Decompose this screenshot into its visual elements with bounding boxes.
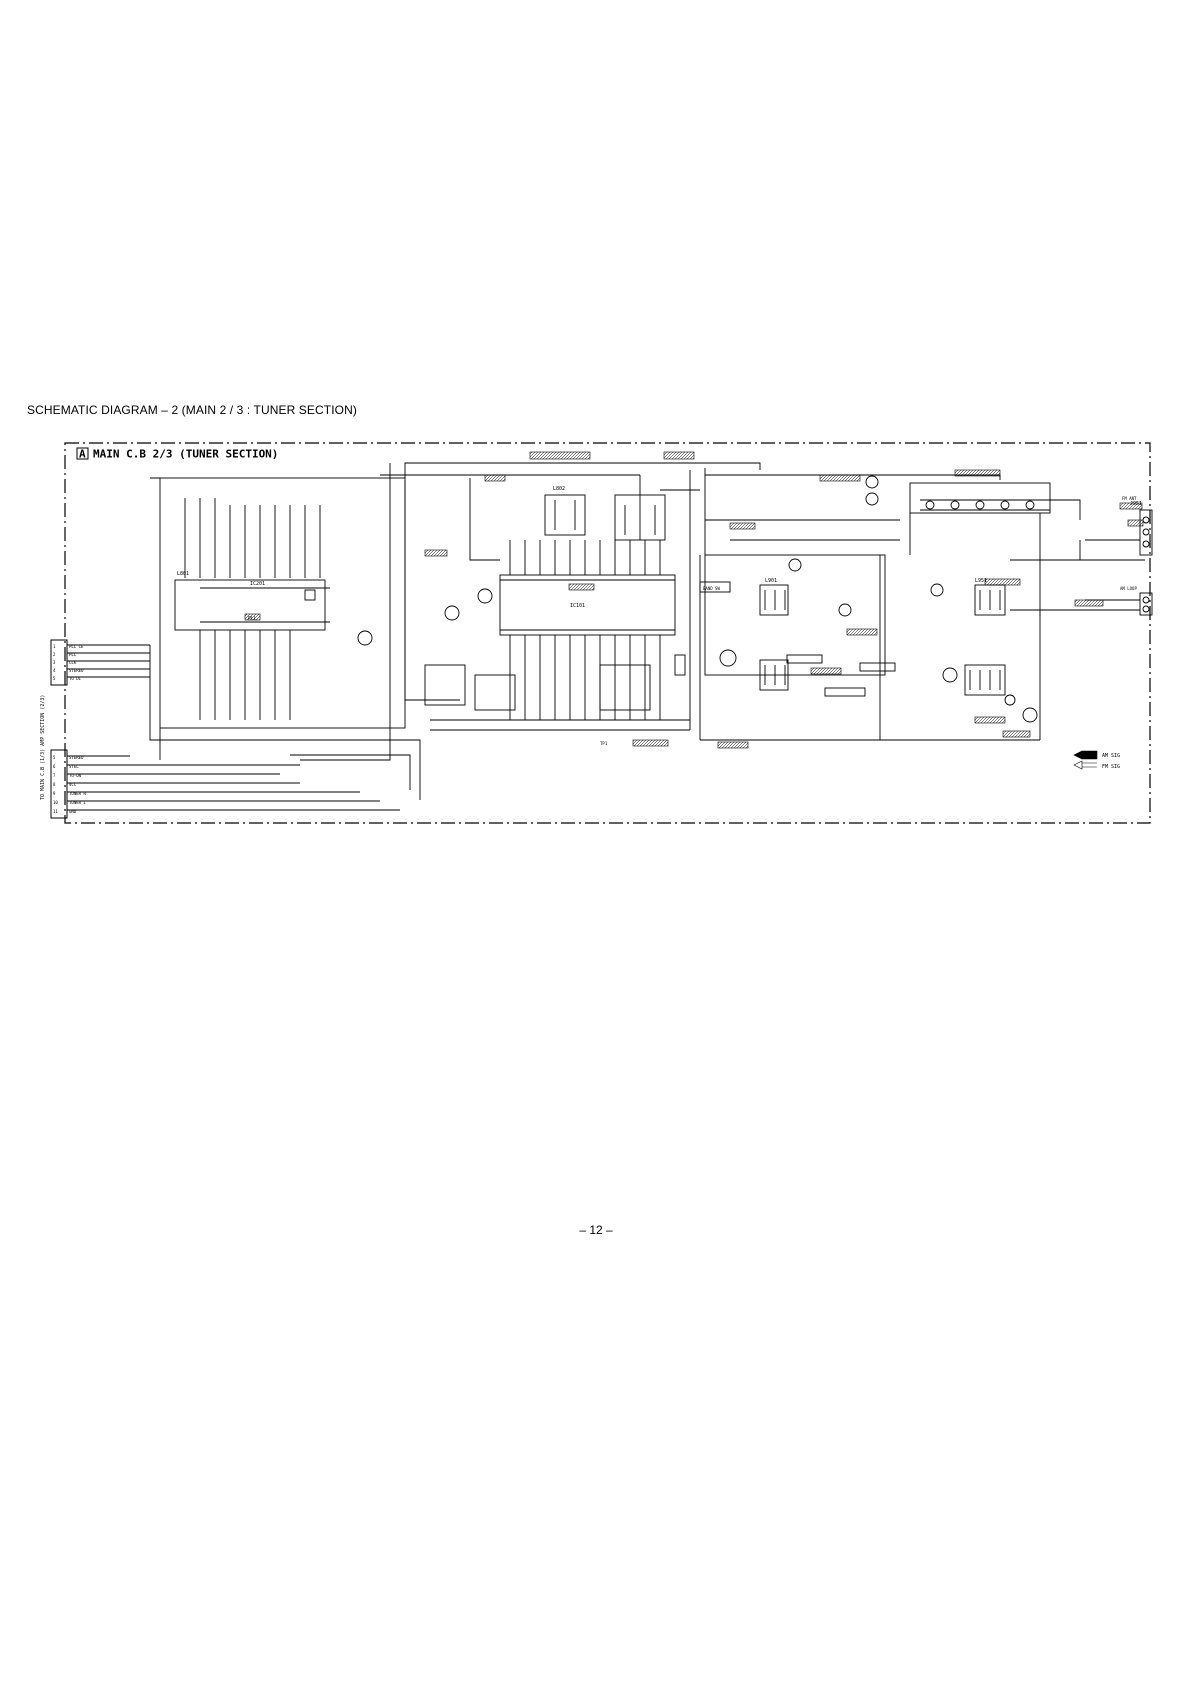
lower-port-label: STEREO xyxy=(69,755,84,760)
side-label: TO MAIN C.B (1/3) AMP SECTION (2/3) xyxy=(40,695,46,800)
lower-port-number: 9 xyxy=(53,791,56,796)
lower-port-number: 8 xyxy=(53,782,56,787)
section-box-letter: A xyxy=(79,448,86,461)
section-title-group: A MAIN C.B 2/3 (TUNER SECTION) xyxy=(76,447,278,461)
block-label-ant: J951 xyxy=(1130,501,1142,507)
lower-port-number: 6 xyxy=(53,764,56,769)
upper-port-number: 4 xyxy=(53,668,56,673)
upper-port-label: TU DI xyxy=(69,676,82,681)
block-label-l901: L901 xyxy=(765,578,777,584)
upper-port-number: 1 xyxy=(53,644,56,649)
upper-port-label: PLL xyxy=(69,652,77,657)
lower-port-number: 11 xyxy=(53,809,58,814)
am-signal-arrow xyxy=(1073,750,1083,760)
block-label-q101: IC101 xyxy=(570,603,585,609)
annotation-am-loop: AM LOOP xyxy=(1120,586,1137,591)
lower-port-label: TU-ON xyxy=(69,773,82,778)
block-label-pll: PLL xyxy=(248,616,257,622)
upper-port-number: 5 xyxy=(53,676,56,681)
page-heading: SCHEMATIC DIAGRAM – 2 (MAIN 2 / 3 : TUNE… xyxy=(27,403,357,417)
upper-connector: 1 PLL CE 2 PLL 3 CLK 4 STEREO 5 TU DI xyxy=(50,639,84,686)
annotation-band-sw: BAND SW xyxy=(703,586,720,591)
section-title: MAIN C.B 2/3 (TUNER SECTION) xyxy=(93,448,278,461)
upper-port-label: PLL CE xyxy=(69,644,84,649)
page-number: – 12 – xyxy=(579,1223,613,1237)
upper-port-label: CLK xyxy=(69,660,77,665)
lower-port-label: STEL xyxy=(69,764,79,769)
annotation-tp1: TP1 xyxy=(600,741,608,746)
block-label-l801: L801 xyxy=(177,571,189,577)
block-label-l802: L802 xyxy=(553,486,565,492)
legend-fm-label: FM SIG xyxy=(1102,764,1120,770)
label-boxes xyxy=(244,451,1144,749)
lower-connector: 5 STEREO 6 STEL 7 TU-ON 8 VCC 9 TUNER R 10 TUNER L 1… xyxy=(50,749,86,819)
annotations: FM ANT AM LOOP BAND SW TP1 xyxy=(600,496,1137,746)
lower-port-number: 5 xyxy=(53,755,56,760)
lower-port-label: TUNER R xyxy=(69,791,86,796)
upper-port-label: STEREO xyxy=(69,668,84,673)
signal-legend: AM SIG FM SIG xyxy=(1073,750,1120,770)
pll-ic-body xyxy=(174,579,326,631)
upper-port-number: 2 xyxy=(53,652,56,657)
lower-port-label: GND xyxy=(69,809,77,814)
block-label-l951: L951 xyxy=(975,578,987,584)
block-label-ic201: IC201 xyxy=(250,581,265,587)
lower-port-number: 10 xyxy=(53,800,58,805)
lower-port-label: TUNER L xyxy=(69,800,86,805)
legend-am-label: AM SIG xyxy=(1102,753,1120,759)
annotation-fm-ant: FM ANT xyxy=(1122,496,1137,501)
upper-port-number: 3 xyxy=(53,660,56,665)
lower-port-number: 7 xyxy=(53,773,56,778)
wiring xyxy=(67,462,1153,811)
section-frame xyxy=(64,442,1151,824)
lower-port-label: VCC xyxy=(69,782,77,787)
fm-signal-arrow xyxy=(1073,760,1083,770)
